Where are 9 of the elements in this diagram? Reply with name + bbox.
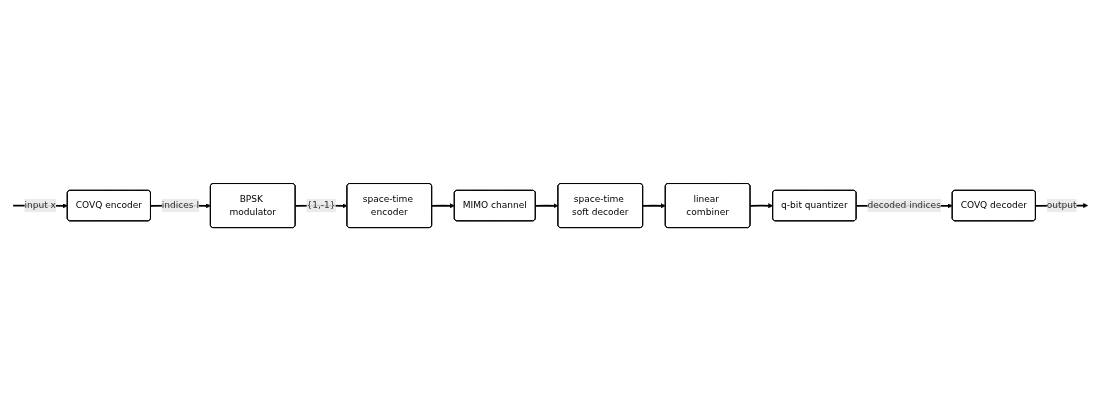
edge-label: indices I bbox=[161, 199, 200, 211]
edge-label: decoded indices bbox=[867, 199, 941, 211]
arrow bbox=[642, 203, 666, 209]
arrow bbox=[749, 203, 774, 209]
edge-label: output bbox=[1046, 199, 1077, 211]
arrow bbox=[534, 203, 559, 209]
arrow bbox=[431, 203, 455, 209]
edge-label: {1,-1} bbox=[306, 199, 336, 211]
edge-label: input x bbox=[24, 199, 56, 211]
